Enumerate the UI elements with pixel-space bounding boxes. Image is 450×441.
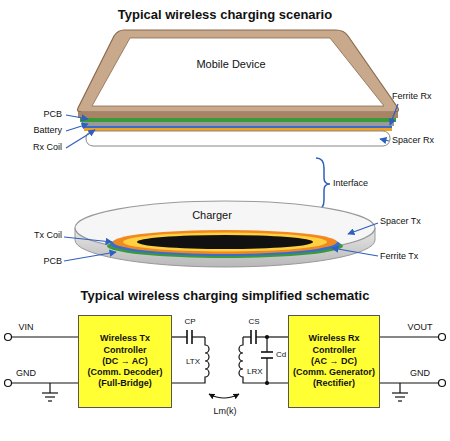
leader-lines (64, 223, 378, 261)
node-text: (AC → DC) (311, 356, 357, 367)
part-label: Tx Coil (34, 231, 62, 241)
node-text: (Rectifier) (313, 378, 355, 389)
part-label: Ferrite Rx (392, 92, 432, 102)
spacer-layer (86, 131, 390, 146)
ferrite-layer (84, 126, 392, 128)
signal-name: GND (410, 369, 430, 379)
part-label: PCB (43, 257, 62, 267)
leader-lines (66, 104, 398, 148)
node-text: Wireless Tx Controller (81, 333, 169, 356)
node-text: Wireless Rx Controller (291, 333, 377, 356)
interface-brace (316, 158, 330, 210)
part-label: Rx Coil (33, 143, 62, 153)
tx-coil (113, 230, 337, 254)
section-title: Typical wireless charging simplified sch… (81, 289, 370, 303)
component-label: CP (184, 318, 195, 327)
node-text: (Comm. Decoder) (87, 367, 162, 378)
battery-layer (82, 122, 394, 126)
component-label: Cd (276, 351, 286, 360)
device-label: Charger (192, 209, 232, 221)
part-label: PCB (43, 110, 62, 120)
device-label: Mobile Device (196, 58, 265, 70)
signal-name: VIN (18, 323, 33, 333)
component-label: LRX (247, 368, 263, 377)
charger (75, 201, 375, 267)
component-label: Lm(k) (214, 407, 237, 417)
mobile-device (78, 30, 399, 146)
part-label: Interface (333, 179, 368, 189)
pcb-layer (80, 118, 396, 122)
component-label: CS (248, 318, 259, 327)
node-text: (DC → AC) (102, 356, 148, 367)
part-label: Spacer Rx (392, 136, 434, 146)
part-label: Spacer Tx (380, 217, 421, 227)
part-label: Battery (33, 126, 62, 136)
part-label: Ferrite Tx (380, 252, 418, 262)
controller-box: Wireless Rx Controller(AC → DC)(Comm. Ge… (288, 315, 380, 408)
component-label: LTX (186, 358, 200, 367)
node-text: (Full-Bridge) (98, 378, 152, 389)
node-text: (Comm. Generator) (293, 367, 375, 378)
diagram-title: Typical wireless charging scenario (118, 7, 332, 22)
signal-name: GND (16, 369, 36, 379)
controller-box: Wireless Tx Controller(DC → AC)(Comm. De… (78, 315, 172, 408)
signal-name: VOUT (407, 323, 432, 333)
